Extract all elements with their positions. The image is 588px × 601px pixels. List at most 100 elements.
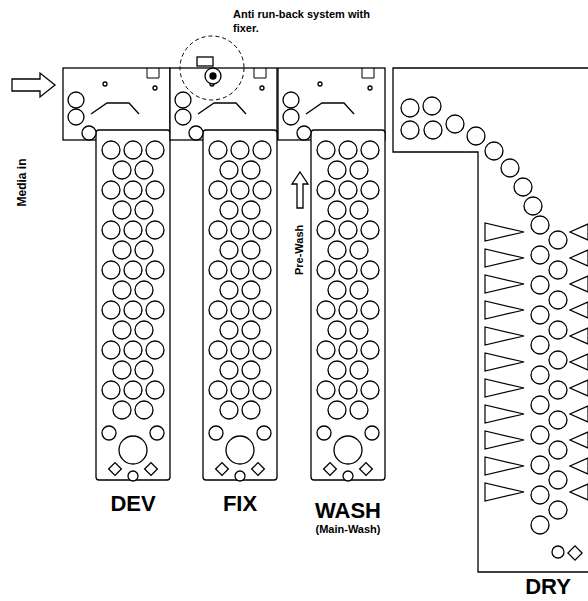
transport-roller: [253, 381, 271, 399]
rack-head: [63, 68, 170, 140]
bearing-diamond: [109, 463, 122, 476]
guide-roller: [317, 426, 331, 440]
transport-roller: [242, 361, 260, 379]
rack-body: [96, 130, 170, 480]
rack-label-box: WASH(Main-Wash): [306, 62, 390, 538]
turnaround-roller-group: [334, 436, 362, 464]
head-notch: [362, 68, 374, 78]
air-nozzle: [570, 250, 588, 266]
air-nozzle: [485, 405, 524, 423]
transport-roller: [328, 161, 346, 179]
exit-block: [568, 546, 582, 560]
transport-roller: [102, 381, 120, 399]
stage-name: WASH: [315, 499, 381, 523]
air-nozzle: [485, 223, 524, 241]
air-nozzle: [570, 484, 588, 500]
guide-roller-group: [317, 426, 379, 481]
entrance-roller: [82, 126, 96, 140]
dryer-roller: [549, 351, 567, 369]
guide-roller: [209, 426, 223, 440]
stage-name: DEV: [110, 492, 155, 516]
processing-rack: [63, 68, 170, 481]
dryer-label-box: DRY: [506, 150, 588, 601]
entrance-roller-group: [68, 92, 96, 140]
device-wheel-group: [205, 68, 221, 84]
transport-roller: [361, 181, 379, 199]
transport-roller: [253, 261, 271, 279]
device-hub-group: [210, 73, 216, 79]
transport-roller: [350, 161, 368, 179]
guide-roller: [343, 471, 353, 481]
dryer-roller: [531, 456, 549, 474]
transport-roller: [231, 381, 249, 399]
dryer-roller: [549, 441, 567, 459]
transport-roller-group: [317, 141, 379, 419]
transport-roller: [339, 141, 357, 159]
transport-roller: [102, 221, 120, 239]
transport-roller: [242, 321, 260, 339]
transport-roller: [328, 321, 346, 339]
transport-roller: [124, 261, 142, 279]
head-notch: [147, 68, 159, 78]
dryer-roller: [549, 381, 567, 399]
dryer-roller: [401, 121, 419, 139]
transport-roller: [339, 301, 357, 319]
air-nozzle: [485, 379, 524, 397]
air-nozzle: [485, 275, 524, 293]
transport-roller: [135, 201, 153, 219]
transport-roller: [350, 281, 368, 299]
transport-roller: [220, 321, 238, 339]
dryer-roller: [514, 178, 532, 196]
transport-roller: [328, 281, 346, 299]
dryer-roller: [531, 516, 549, 534]
transport-roller: [361, 221, 379, 239]
guide-roller: [150, 426, 164, 440]
exit-roller-group: [552, 546, 564, 558]
diamond-group: [216, 463, 265, 476]
transport-roller: [113, 201, 131, 219]
feed-guide: [91, 103, 139, 114]
dryer-roller: [467, 127, 485, 145]
transport-roller: [253, 341, 271, 359]
transport-roller-group: [102, 141, 164, 419]
dryer-roller: [531, 336, 549, 354]
transport-roller: [135, 241, 153, 259]
entrance-roller: [283, 109, 299, 125]
transport-roller: [146, 341, 164, 359]
air-nozzle: [570, 354, 588, 370]
feed-guide: [198, 103, 246, 114]
transport-roller: [350, 241, 368, 259]
transport-roller: [317, 261, 335, 279]
transport-roller: [231, 181, 249, 199]
transport-roller: [361, 301, 379, 319]
transport-roller: [231, 341, 249, 359]
transport-roller: [339, 341, 357, 359]
transport-roller: [124, 341, 142, 359]
entrance-roller: [68, 109, 84, 125]
head-notch: [254, 68, 266, 78]
transport-roller: [328, 401, 346, 419]
transport-roller: [350, 401, 368, 419]
guide-roller: [102, 426, 116, 440]
bearing-diamond: [145, 463, 158, 476]
processing-rack: [170, 68, 277, 481]
transport-roller: [209, 141, 227, 159]
air-nozzle: [570, 458, 588, 474]
transport-roller: [328, 361, 346, 379]
transport-roller: [231, 141, 249, 159]
dryer-roller: [531, 276, 549, 294]
transport-roller: [361, 141, 379, 159]
head-dot: [368, 86, 372, 90]
transport-roller: [113, 281, 131, 299]
transport-roller: [102, 341, 120, 359]
transport-roller: [209, 381, 227, 399]
dryer-roller: [423, 97, 441, 115]
dryer-roller: [485, 142, 503, 160]
head-dot-group: [103, 82, 157, 90]
rack-body: [203, 130, 277, 480]
dryer-roller: [549, 321, 567, 339]
media-in-arrow: [12, 73, 55, 97]
dryer-roller-group: [531, 216, 567, 534]
entrance-roller: [175, 92, 191, 108]
